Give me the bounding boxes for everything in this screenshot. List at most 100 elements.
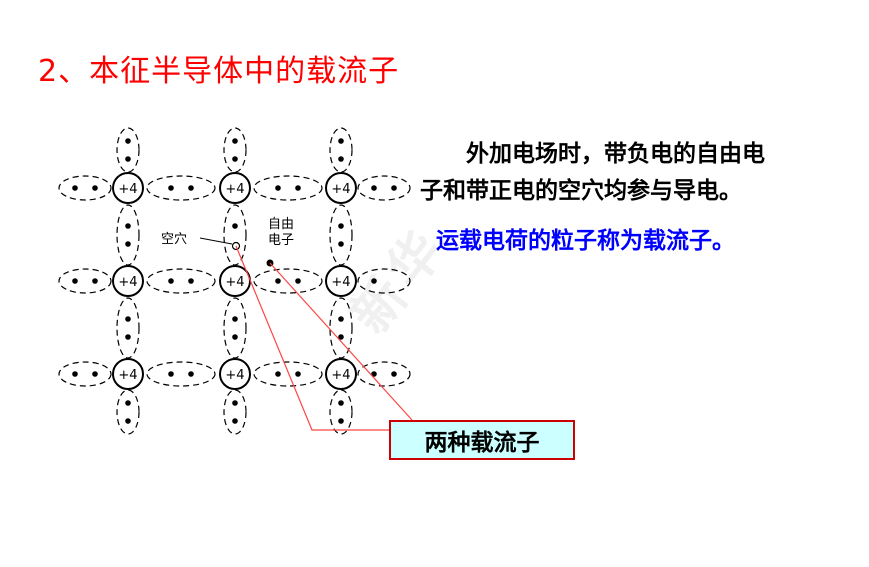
bond-electron bbox=[338, 241, 344, 247]
bond-electron bbox=[338, 316, 344, 322]
bond-electron bbox=[371, 185, 377, 191]
bond-electron bbox=[125, 418, 131, 424]
bond-horizontal bbox=[253, 175, 323, 201]
bond-horizontal bbox=[146, 175, 216, 201]
explanation-paragraph: 外加电场时，带负电的自由电 子和带正电的空穴均参与导电。 bbox=[420, 136, 840, 210]
atom-label: +4 bbox=[118, 275, 137, 290]
free-electron-label-line1: 自由 bbox=[268, 217, 294, 232]
bond-electron bbox=[295, 278, 301, 284]
bond-horizontal bbox=[58, 175, 112, 201]
bond-horizontal bbox=[357, 268, 411, 294]
bond-vertical bbox=[223, 297, 247, 359]
bond-electron bbox=[188, 185, 194, 191]
carrier-definition: 运载电荷的粒子称为载流子。 bbox=[436, 228, 735, 254]
bond-electron bbox=[338, 334, 344, 340]
bond-horizontal bbox=[146, 268, 216, 294]
bond-electron bbox=[92, 185, 98, 191]
atom-core bbox=[325, 265, 357, 297]
electron-leader-line bbox=[269, 262, 413, 421]
bond-vertical bbox=[329, 389, 353, 435]
bond-electron bbox=[232, 316, 238, 322]
bond-electron bbox=[92, 371, 98, 377]
bond-horizontal bbox=[357, 361, 411, 387]
bond-electron bbox=[125, 156, 131, 162]
bond-electron bbox=[125, 241, 131, 247]
bond-electron bbox=[232, 334, 238, 340]
bond-horizontal bbox=[253, 361, 323, 387]
bond-electron bbox=[338, 156, 344, 162]
bond-electron bbox=[232, 223, 238, 229]
bond-vertical bbox=[116, 297, 140, 359]
page-title: 2、本征半导体中的载流子 bbox=[38, 54, 400, 89]
atom-core bbox=[219, 358, 251, 390]
bond-electron bbox=[338, 223, 344, 229]
paragraph-line-2: 子和带正电的空穴均参与导电。 bbox=[420, 178, 742, 204]
carrier-label-box: 两种载流子 bbox=[389, 420, 575, 460]
bond-electron bbox=[92, 278, 98, 284]
bond-electron bbox=[391, 371, 397, 377]
bond-horizontal bbox=[58, 268, 112, 294]
bond-vertical bbox=[116, 204, 140, 266]
bond-electron bbox=[232, 418, 238, 424]
atom-core bbox=[219, 172, 251, 204]
atom-label: +4 bbox=[225, 368, 244, 383]
bond-electron bbox=[371, 371, 377, 377]
bond-electron bbox=[168, 185, 174, 191]
atom-core bbox=[112, 265, 144, 297]
atom-core bbox=[112, 358, 144, 390]
atom-label: +4 bbox=[118, 368, 137, 383]
bond-electron bbox=[232, 138, 238, 144]
atom-core bbox=[325, 172, 357, 204]
bond-electron bbox=[295, 371, 301, 377]
bond-horizontal bbox=[357, 175, 411, 201]
bond-electron bbox=[338, 418, 344, 424]
atom-label: +4 bbox=[331, 275, 350, 290]
bond-electron bbox=[232, 156, 238, 162]
hole-leader-line bbox=[235, 245, 389, 431]
bond-electron bbox=[72, 371, 78, 377]
bond-electron bbox=[72, 278, 78, 284]
bond-electron bbox=[188, 278, 194, 284]
atom-label: +4 bbox=[331, 368, 350, 383]
bond-electron bbox=[188, 371, 194, 377]
bond-electron bbox=[371, 278, 377, 284]
atom-label: +4 bbox=[225, 182, 244, 197]
bond-horizontal bbox=[146, 361, 216, 387]
bond-electron bbox=[125, 400, 131, 406]
bond-electron bbox=[72, 185, 78, 191]
bond-vertical bbox=[116, 127, 140, 173]
bond-electron bbox=[338, 400, 344, 406]
bond-vertical bbox=[329, 204, 353, 266]
bond-vertical bbox=[223, 389, 247, 435]
atom-label: +4 bbox=[331, 182, 350, 197]
bond-electron bbox=[125, 334, 131, 340]
bond-vertical bbox=[223, 204, 247, 266]
bond-electron bbox=[168, 371, 174, 377]
bond-electrons bbox=[72, 138, 397, 424]
free-electron-label-line2: 电子 bbox=[268, 233, 294, 248]
bond-vertical bbox=[223, 127, 247, 173]
bond-electron bbox=[125, 223, 131, 229]
bond-vertical bbox=[329, 127, 353, 173]
atom-core bbox=[112, 172, 144, 204]
atom-grid: +4 +4 +4 +4 +4 +4 +4 +4 +4 bbox=[112, 172, 357, 390]
bond-electron bbox=[125, 138, 131, 144]
bond-horizontal bbox=[253, 268, 323, 294]
bond-electron bbox=[275, 185, 281, 191]
bond-horizontal bbox=[58, 361, 112, 387]
bond-electron bbox=[125, 316, 131, 322]
bond-vertical bbox=[116, 389, 140, 435]
atom-label: +4 bbox=[225, 275, 244, 290]
bond-electron bbox=[295, 185, 301, 191]
bond-electron bbox=[338, 138, 344, 144]
bond-electron bbox=[232, 400, 238, 406]
hole-label: 空穴 bbox=[161, 232, 187, 247]
atom-core bbox=[325, 358, 357, 390]
atom-label: +4 bbox=[118, 182, 137, 197]
bond-electron bbox=[168, 278, 174, 284]
hole-pointer-line bbox=[199, 237, 233, 245]
bond-vertical bbox=[329, 297, 353, 359]
bond-electron bbox=[275, 278, 281, 284]
bond-electron bbox=[275, 371, 281, 377]
